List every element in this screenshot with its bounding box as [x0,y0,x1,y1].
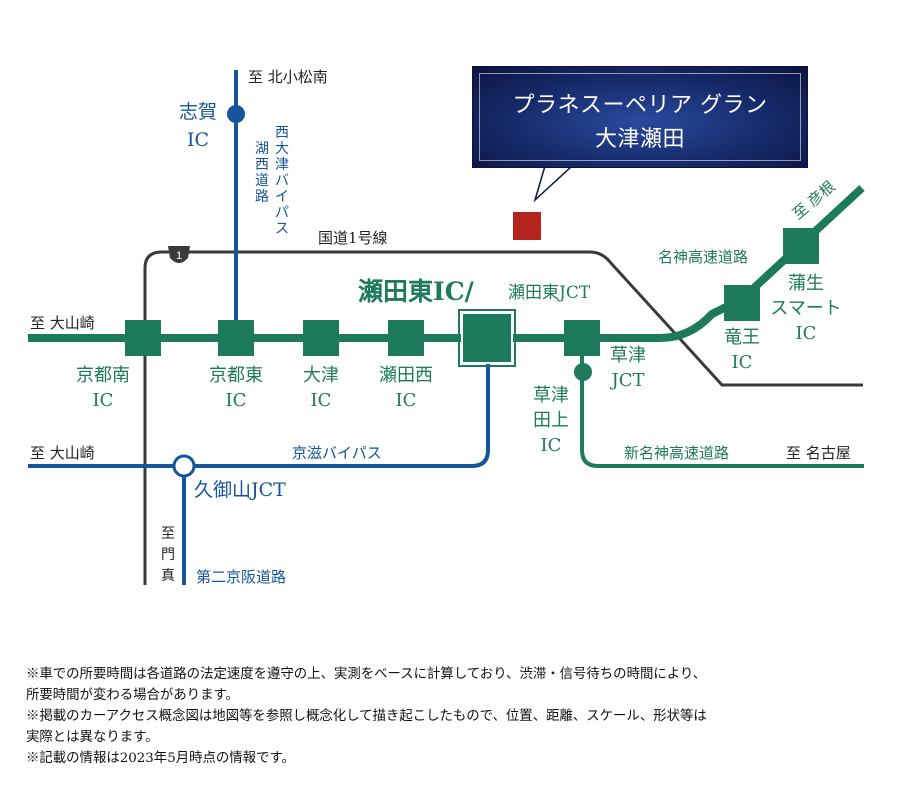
svg-text:門: 門 [161,547,175,563]
svg-text:津: 津 [275,157,289,173]
kyoto-higashi-label-1: 京都東 [209,365,263,386]
property-name-line-1: プラネスーペリア グラン [512,93,768,118]
ryuo-ic-label-1: 竜王 [724,327,760,348]
kosei-road-label: 湖 西 道 路 [255,141,269,205]
kyoto-higashi-ic-marker [218,320,254,356]
kyoto-minami-label-2: IC [93,390,114,411]
svg-text:1: 1 [176,250,182,262]
kyoto-minami-ic-marker [125,320,161,356]
otsu-label-1: 大津 [303,365,339,386]
gamo-smart-label-1: 蒲生 [788,273,824,294]
kusatsu-tanakami-ic-marker [574,363,592,381]
svg-text:大: 大 [275,141,289,157]
seta-higashi-ic-outline [458,309,516,367]
dest-kita-komatsu: 至 北小松南 [248,68,328,86]
property-name-line-2: 大津瀬田 [594,127,685,152]
svg-text:西: 西 [255,157,269,173]
seta-nishi-ic-marker [388,320,424,356]
seta-higashi-jct-label: 瀬田東JCT [508,283,591,303]
route-1-label: 国道1号線 [318,229,388,247]
kumiyama-jct-marker [172,454,196,478]
note-line: ※掲載のカーアクセス概念図は地図等を参照し概念化して描き起こしたもので、位置、距… [26,709,707,724]
shiga-ic-label-1: 志賀 [179,101,217,123]
svg-text:パ: パ [275,205,289,221]
shiga-ic-label-2: IC [187,129,209,151]
kusatsu-tanakami-label-3: IC [541,435,562,456]
gamo-smart-ic-marker [783,228,819,264]
note-line: ※記載の情報は2023年5月時点の情報です。 [26,751,295,766]
daini-keihan-label: 第二京阪道路 [196,568,286,586]
kusatsu-jct-marker [564,320,600,356]
meishin-label: 名神高速道路 [658,248,748,266]
otsu-label-2: IC [311,390,332,411]
svg-text:ス: ス [275,221,289,237]
note-line: ※車での所要時間は各道路の法定速度を遵守の上、実測をベースに計算しており、渋滞・… [26,667,707,682]
kusatsu-tanakami-label-2: 田上 [533,410,569,431]
svg-text:湖: 湖 [255,141,269,157]
title-pointer [533,165,574,203]
kusatsu-tanakami-label-1: 草津 [533,385,569,406]
dest-kadoma: 至 門 真 [161,526,175,584]
kyoto-minami-label-1: 京都南 [76,365,130,386]
svg-text:イ: イ [275,189,289,205]
keiji-bypass-line [28,346,490,468]
property-marker [513,212,541,240]
otsu-ic-marker [303,320,339,356]
svg-text:道: 道 [255,173,269,189]
kyoto-higashi-label-2: IC [226,390,247,411]
svg-text:西: 西 [275,125,289,141]
route-1-line [143,250,863,585]
shiga-ic-marker [227,105,245,123]
ryuo-ic-marker [724,285,760,321]
ryuo-ic-label-2: IC [732,352,753,373]
route-1-shield: 1 [168,246,190,263]
shin-meishin-line [580,338,864,468]
seta-nishi-label-1: 瀬田西 [379,365,433,386]
title-frame [479,73,801,161]
kusatsu-jct-label-2: JCT [610,370,645,391]
kusatsu-jct-label-1: 草津 [610,345,646,366]
seta-higashi-ic-label: 瀬田東IC/ [358,277,475,306]
note-line: 実際とは異なります。 [26,730,159,745]
svg-text:至: 至 [161,526,175,542]
dest-oyamazaki-bottom: 至 大山崎 [30,444,95,462]
shin-meishin-label: 新名神高速道路 [624,444,729,462]
kumiyama-jct-label: 久御山JCT [194,479,286,501]
seta-higashi-ic-marker [461,312,513,364]
svg-text:路: 路 [255,189,269,205]
disclaimer-notes: ※車での所要時間は各道路の法定速度を遵守の上、実測をベースに計算しており、渋滞・… [26,664,886,769]
keiji-bypass-label: 京滋バイパス [292,444,382,462]
meishin-expressway-line [28,185,865,342]
dest-nagoya: 至 名古屋 [786,444,851,462]
gamo-smart-label-3: IC [796,323,817,344]
seta-nishi-label-2: IC [396,390,417,411]
nishi-otsu-bypass-label: 西 大 津 バ イ パ ス [275,125,289,237]
svg-text:真: 真 [161,568,175,584]
note-line: 所要時間が変わる場合があります。 [26,688,239,703]
property-title-box: プラネスーペリア グラン 大津瀬田 [472,66,808,168]
gamo-smart-label-2: スマート [770,298,841,319]
dest-oyamazaki-top: 至 大山崎 [30,314,95,332]
svg-text:バ: バ [275,173,289,189]
